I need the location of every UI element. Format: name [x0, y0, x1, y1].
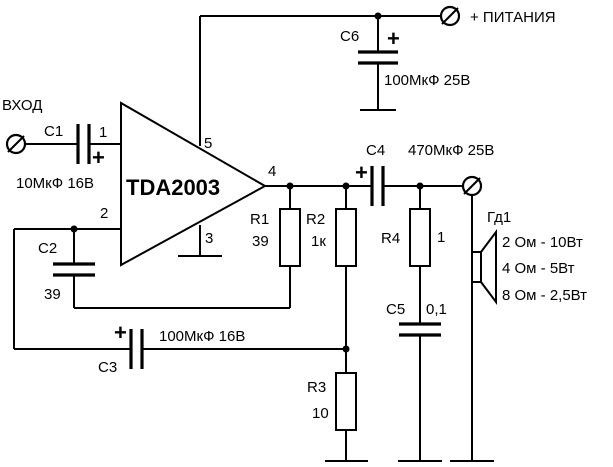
speaker-icon — [471, 229, 497, 305]
resistor-r4 — [409, 208, 431, 267]
speaker-ref: Гд1 — [487, 209, 511, 226]
ic-pin1-label: 1 — [99, 124, 107, 141]
capacitor-c1 — [76, 124, 91, 164]
r2-ref: R2 — [306, 211, 325, 228]
c4-ref: C4 — [366, 142, 385, 159]
ic-pin2-label: 2 — [100, 205, 108, 222]
speaker-rating-2: 4 Ом - 5Вт — [502, 260, 575, 277]
r1-ref: R1 — [250, 211, 269, 228]
c1-ref: C1 — [44, 123, 63, 140]
c2-value: 39 — [44, 286, 61, 303]
input-terminal — [5, 133, 27, 155]
r4-ref: R4 — [381, 230, 400, 247]
c6-value: 100МкФ 25В — [384, 72, 470, 89]
input-label: ВХОД — [2, 97, 42, 114]
ic-pin4-label: 4 — [268, 163, 276, 180]
r1-value: 39 — [252, 233, 269, 250]
power-label: + ПИТАНИЯ — [470, 9, 556, 26]
power-terminal — [439, 5, 461, 27]
ic-name: TDA2003 — [126, 175, 220, 200]
c5-value: 0,1 — [426, 301, 447, 318]
speaker-rating-1: 2 Ом - 10Вт — [502, 234, 583, 251]
c3-value: 100МкФ 16В — [159, 328, 245, 345]
r3-value: 10 — [312, 405, 329, 422]
capacitor-c4 — [370, 166, 385, 206]
ic-tda2003 — [120, 101, 268, 267]
c1-plus-sign: + — [92, 145, 105, 170]
output-terminal — [461, 175, 483, 197]
ic-pin3-label: 3 — [205, 230, 213, 247]
c6-plus-sign: + — [387, 26, 400, 51]
c4-plus-sign: + — [355, 160, 368, 185]
capacitor-c3 — [129, 329, 144, 369]
r3-ref: R3 — [307, 379, 326, 396]
r4-value: 1 — [437, 229, 445, 246]
ic-pin5-label: 5 — [204, 135, 212, 152]
capacitor-c2 — [53, 262, 95, 277]
c2-ref: C2 — [38, 240, 57, 257]
c1-value: 10МкФ 16В — [16, 175, 94, 192]
resistor-r1 — [279, 208, 301, 267]
resistor-r3 — [335, 372, 357, 431]
c3-plus-sign: + — [114, 320, 127, 345]
c5-ref: C5 — [386, 301, 405, 318]
speaker-rating-3: 8 Ом - 2,5Вт — [502, 287, 587, 304]
c4-value: 470МкФ 25В — [408, 142, 494, 159]
capacitor-c5 — [399, 322, 441, 337]
c6-ref: C6 — [340, 28, 359, 45]
resistor-r2 — [335, 208, 357, 267]
r2-value: 1к — [311, 233, 326, 250]
c3-ref: C3 — [98, 359, 117, 376]
capacitor-c6 — [358, 50, 398, 65]
